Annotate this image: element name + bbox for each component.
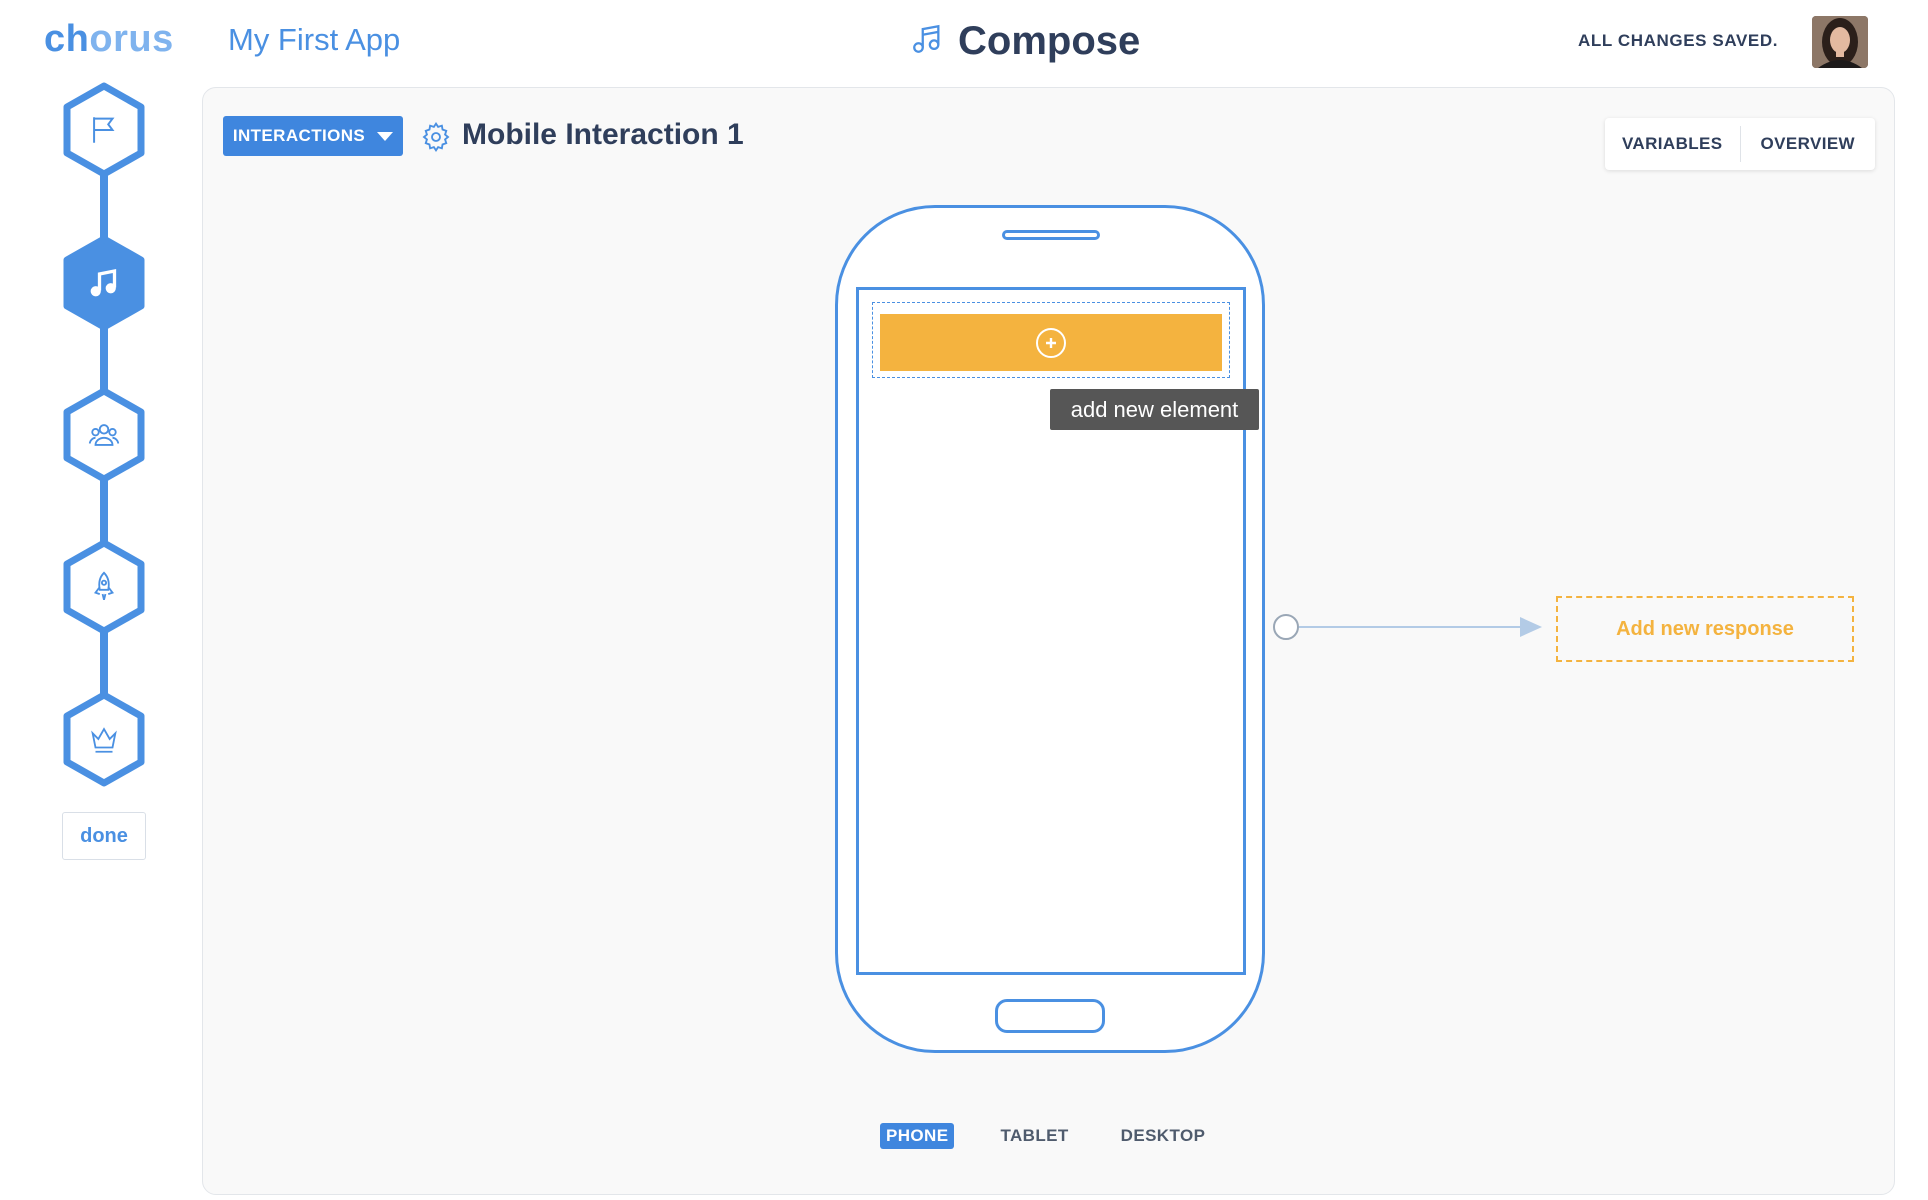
plus-icon — [1036, 327, 1066, 358]
device-tablet[interactable]: TABLET — [1000, 1126, 1069, 1145]
tooltip: add new element — [1050, 389, 1259, 430]
view-toggle-group: VARIABLES OVERVIEW — [1605, 118, 1875, 170]
add-element-button[interactable] — [880, 314, 1222, 371]
save-status: ALL CHANGES SAVED. — [1578, 31, 1779, 50]
phone-speaker — [1002, 230, 1100, 240]
device-switcher: PHONE TABLET DESKTOP — [880, 1123, 1211, 1149]
step-audience[interactable] — [61, 387, 147, 483]
phone-home-button — [995, 999, 1105, 1033]
interactions-label: INTERACTIONS — [232, 126, 366, 145]
interaction-name[interactable]: Mobile Interaction 1 — [462, 118, 744, 151]
element-drop-zone[interactable] — [872, 302, 1230, 378]
app-name[interactable]: My First App — [228, 22, 401, 57]
variables-button[interactable]: VARIABLES — [1621, 134, 1723, 153]
device-desktop[interactable]: DESKTOP — [1120, 1126, 1206, 1145]
step-launch[interactable] — [61, 539, 147, 635]
logo-text-part-3: rus — [113, 18, 174, 60]
logo-text-part-1: ch — [44, 18, 90, 60]
logo-text-part-2: o — [89, 18, 114, 60]
chevron-down-icon — [377, 131, 394, 141]
flag-icon — [87, 113, 121, 147]
device-phone[interactable]: PHONE — [880, 1123, 955, 1149]
step-finish[interactable] — [61, 691, 147, 787]
step-start[interactable] — [61, 82, 147, 178]
music-note-icon — [86, 265, 122, 301]
arrow-right-icon — [1520, 617, 1542, 637]
overview-button[interactable]: OVERVIEW — [1760, 134, 1856, 153]
users-icon — [87, 418, 121, 452]
toggle-divider — [1739, 126, 1741, 162]
step-compose[interactable] — [61, 235, 147, 331]
done-button[interactable]: done — [62, 812, 146, 860]
page-title: Compose — [910, 16, 1140, 66]
rocket-icon — [87, 570, 121, 604]
gear-icon[interactable] — [420, 121, 452, 158]
page-title-text: Compose — [958, 18, 1141, 63]
music-note-icon — [910, 22, 944, 61]
crown-icon — [87, 722, 121, 756]
connector-line — [1299, 626, 1521, 628]
user-avatar[interactable] — [1812, 16, 1868, 68]
interactions-dropdown[interactable]: INTERACTIONS — [223, 116, 403, 156]
chorus-logo[interactable]: chorus — [44, 18, 174, 61]
add-response-button[interactable]: Add new response — [1556, 596, 1854, 662]
connector-handle[interactable] — [1273, 614, 1299, 640]
